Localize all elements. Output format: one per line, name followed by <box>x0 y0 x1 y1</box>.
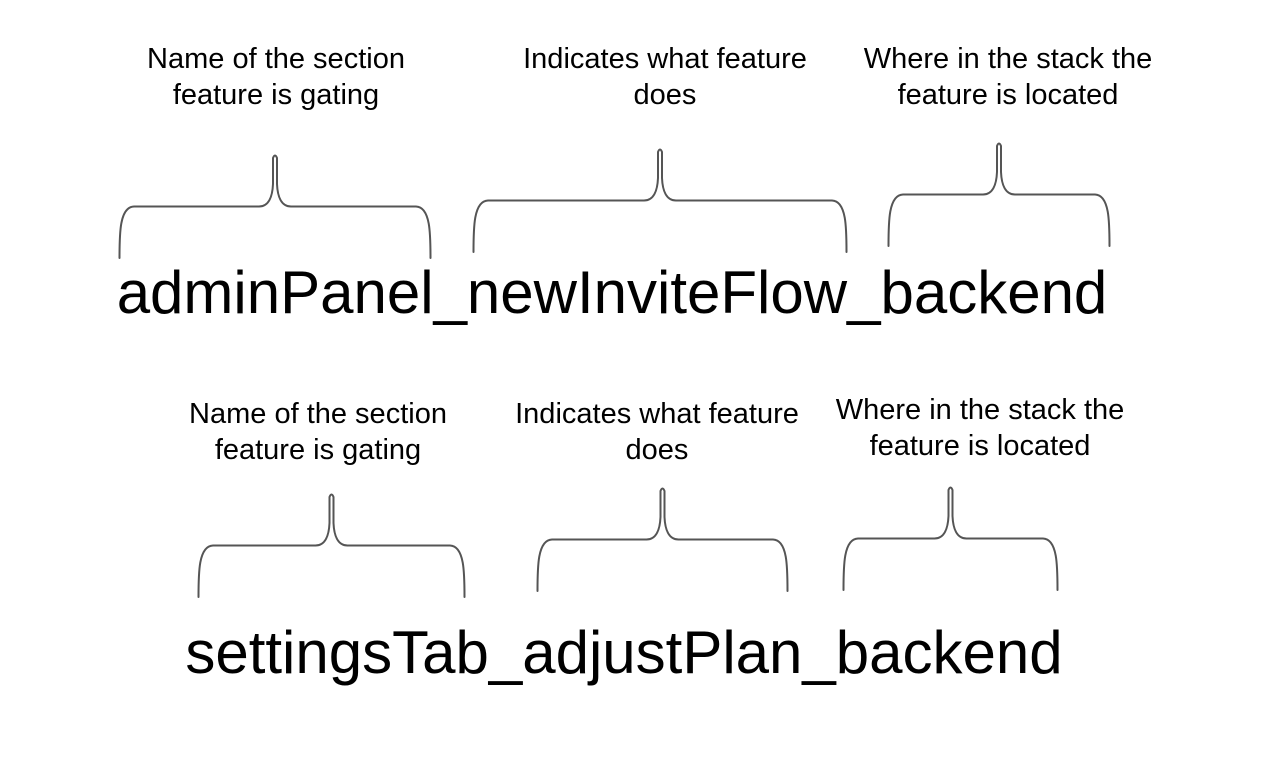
annotation-line: Name of the section <box>189 398 447 430</box>
annotation-label-feature: Indicates what feature does <box>457 396 857 468</box>
annotation-line: feature is gating <box>214 434 422 466</box>
curly-brace-icon <box>472 144 848 254</box>
annotation-line: feature is gating <box>172 79 380 111</box>
annotation-label-stack: Where in the stack the feature is locate… <box>808 41 1208 113</box>
annotation-line: feature is located <box>897 79 1119 111</box>
curly-brace-icon <box>842 482 1059 592</box>
flag-name-2: settingsTab_adjustPlan_backend <box>185 619 1063 686</box>
annotation-label-section: Name of the section feature is gating <box>76 41 476 113</box>
annotation-line: feature is located <box>869 430 1091 462</box>
annotation-line: Where in the stack the <box>835 394 1125 426</box>
curly-brace-icon <box>197 489 466 599</box>
annotation-line: does <box>633 79 697 111</box>
flag-name-1: adminPanel_newInviteFlow_backend <box>116 259 1108 326</box>
curly-brace-icon <box>536 483 789 593</box>
annotation-line: Indicates what feature <box>523 43 807 75</box>
curly-brace-icon <box>118 150 432 260</box>
annotation-label-stack: Where in the stack the feature is locate… <box>780 392 1180 464</box>
annotation-label-section: Name of the section feature is gating <box>118 396 518 468</box>
annotation-line: Where in the stack the <box>863 43 1153 75</box>
annotation-line: does <box>625 434 689 466</box>
annotation-line: Name of the section <box>147 43 405 75</box>
annotation-label-feature: Indicates what feature does <box>465 41 865 113</box>
annotation-line: Indicates what feature <box>515 398 799 430</box>
curly-brace-icon <box>887 138 1111 248</box>
